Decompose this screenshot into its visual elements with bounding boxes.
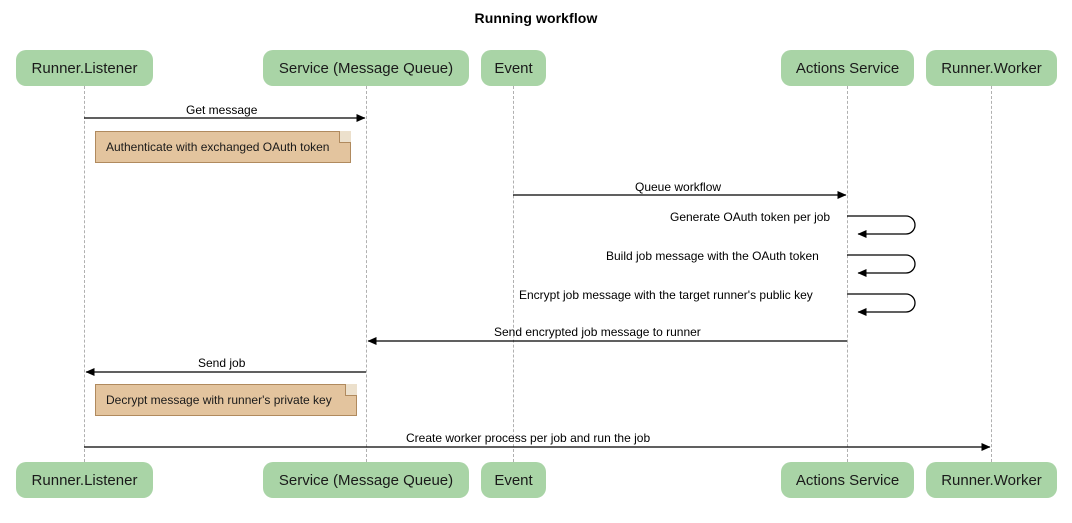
lifeline-event xyxy=(513,86,514,462)
arrow-encrypt-job-message xyxy=(847,293,916,316)
participant-service-message-queue-top[interactable]: Service (Message Queue) xyxy=(263,50,469,86)
participant-actions-service-bottom[interactable]: Actions Service xyxy=(781,462,914,498)
participant-runner-listener-bottom[interactable]: Runner.Listener xyxy=(16,462,153,498)
label-create-worker-process: Create worker process per job and run th… xyxy=(406,431,651,445)
lifeline-actions-service xyxy=(847,86,848,462)
arrow-generate-oauth-token-per-job xyxy=(847,215,916,238)
note-decrypt-label: Decrypt message with runner's private ke… xyxy=(106,393,332,407)
note-authenticate-label: Authenticate with exchanged OAuth token xyxy=(106,140,330,154)
lifeline-runner-listener xyxy=(84,86,85,462)
note-decrypt: Decrypt message with runner's private ke… xyxy=(95,384,357,416)
label-get-message: Get message xyxy=(186,103,258,117)
participant-event-bottom[interactable]: Event xyxy=(481,462,546,498)
label-generate-oauth-token-per-job: Generate OAuth token per job xyxy=(670,210,831,224)
participant-service-message-queue-bottom[interactable]: Service (Message Queue) xyxy=(263,462,469,498)
participant-runner-worker-bottom[interactable]: Runner.Worker xyxy=(926,462,1057,498)
note-authenticate: Authenticate with exchanged OAuth token xyxy=(95,131,351,163)
participant-runner-listener-top[interactable]: Runner.Listener xyxy=(16,50,153,86)
page-title: Running workflow xyxy=(474,10,598,26)
label-send-encrypted-job-message: Send encrypted job message to runner xyxy=(494,325,701,339)
label-build-job-message: Build job message with the OAuth token xyxy=(606,249,819,263)
participant-event-top[interactable]: Event xyxy=(481,50,546,86)
lifeline-runner-worker xyxy=(991,86,992,462)
arrow-build-job-message xyxy=(847,254,916,277)
note-fold-icon xyxy=(339,131,351,143)
label-encrypt-job-message: Encrypt job message with the target runn… xyxy=(519,288,813,302)
note-fold-icon xyxy=(345,384,357,396)
label-send-job: Send job xyxy=(198,356,246,370)
lifeline-service-message-queue xyxy=(366,86,367,462)
participant-runner-worker-top[interactable]: Runner.Worker xyxy=(926,50,1057,86)
label-queue-workflow: Queue workflow xyxy=(635,180,722,194)
participant-actions-service-top[interactable]: Actions Service xyxy=(781,50,914,86)
